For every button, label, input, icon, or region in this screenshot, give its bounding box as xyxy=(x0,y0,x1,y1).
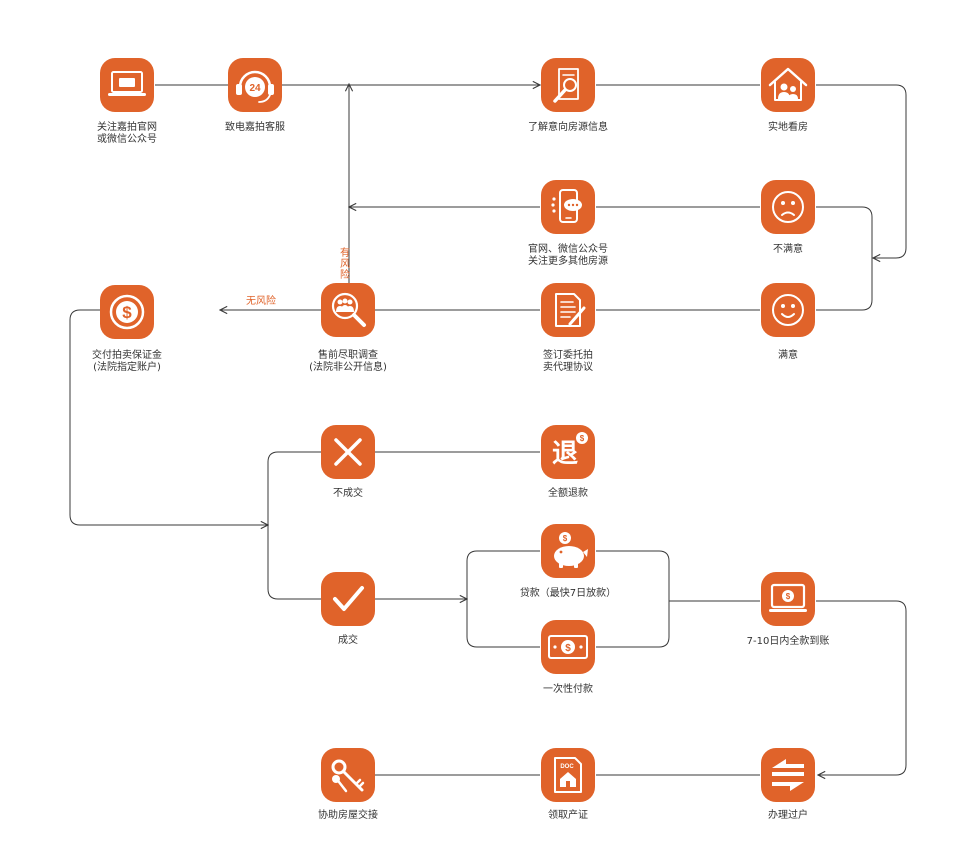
node-satisfied-tile xyxy=(761,283,815,337)
node-transfer: 办理过户 xyxy=(761,748,815,821)
banknote-icon: $ xyxy=(548,635,588,659)
svg-text:$: $ xyxy=(580,434,585,443)
edge-payment-options xyxy=(466,550,670,648)
node-unsatisfied-label: 不满意 xyxy=(773,242,803,255)
edge-result-branch xyxy=(267,451,321,600)
connectors xyxy=(69,84,907,775)
doc-tag: DOC xyxy=(560,764,574,770)
contract-pen-icon xyxy=(555,293,586,327)
node-sign-tile xyxy=(541,283,595,337)
svg-text:$: $ xyxy=(786,592,791,601)
node-deal: 成交 xyxy=(321,572,375,646)
node-more: 官网、微信公众号 关注更多其他房源 xyxy=(528,180,608,267)
node-follow-label-1: 关注嘉拍官网 xyxy=(97,120,157,133)
piggy-bank-icon: $ xyxy=(554,532,588,568)
no-risk-label: 无风险 xyxy=(246,294,276,307)
node-sign-label-2: 卖代理协议 xyxy=(543,360,593,373)
node-deposit-label-1: 交付拍卖保证金 xyxy=(92,348,162,361)
certificate-doc-icon: DOC xyxy=(554,757,582,793)
people-magnifier-icon xyxy=(331,292,366,327)
node-call-label: 致电嘉拍客服 xyxy=(225,120,285,133)
node-learn: 了解意向房源信息 xyxy=(528,58,608,133)
node-deposit: $ 交付拍卖保证金 (法院指定账户) xyxy=(92,285,162,373)
badge-24: 24 xyxy=(249,83,261,94)
node-follow: 关注嘉拍官网 或微信公众号 xyxy=(97,58,157,145)
node-satisfied: 满意 xyxy=(761,283,815,361)
node-loan: $ 贷款（最快7日放款） xyxy=(520,524,616,599)
refund-icon: 退 $ xyxy=(552,432,588,469)
has-risk-label-2: 风 xyxy=(340,258,350,270)
node-handover: 协助房屋交接 xyxy=(318,748,378,821)
node-deposit-label-2: (法院指定账户) xyxy=(93,360,161,373)
svg-text:$: $ xyxy=(563,534,568,543)
node-transfer-label: 办理过户 xyxy=(768,808,808,821)
edge-decision-loop xyxy=(816,206,873,311)
node-investigate-label-1: 售前尽职调查 xyxy=(318,348,378,361)
node-sign: 签订委托拍 卖代理协议 xyxy=(541,283,595,373)
node-full-payment: $ 7-10日内全款到账 xyxy=(747,572,830,647)
monitor-dollar-icon: $ xyxy=(769,583,807,612)
laptop-icon xyxy=(108,71,146,96)
node-certificate: DOC 领取产证 xyxy=(541,748,595,821)
svg-text:$: $ xyxy=(565,643,571,654)
node-follow-label-2: 或微信公众号 xyxy=(97,132,157,145)
has-risk-label-1: 有 xyxy=(340,246,350,259)
node-refund-label: 全额退款 xyxy=(548,486,588,499)
node-refund: 退 $ 全额退款 xyxy=(541,425,595,499)
has-risk-label-3: 险 xyxy=(340,268,350,281)
node-one-time-label: 一次性付款 xyxy=(543,682,593,695)
node-unsatisfied: 不满意 xyxy=(761,180,815,255)
check-icon xyxy=(333,586,364,611)
node-learn-tile xyxy=(541,58,595,112)
smile-face-icon xyxy=(772,294,804,326)
node-investigate-label-2: (法院非公开信息) xyxy=(309,360,387,373)
node-deal-tile xyxy=(321,572,375,626)
dollar-coin-icon: $ xyxy=(109,294,145,330)
phone-chat-icon xyxy=(551,189,582,223)
house-people-icon xyxy=(768,67,808,101)
node-full-payment-label: 7-10日内全款到账 xyxy=(747,634,830,647)
edge-visit-decision xyxy=(816,84,907,258)
node-loan-label: 贷款（最快7日放款） xyxy=(520,586,616,599)
node-one-time: $ 一次性付款 xyxy=(541,620,595,695)
node-more-label-1: 官网、微信公众号 xyxy=(528,242,608,255)
cross-icon xyxy=(334,438,362,466)
node-unsatisfied-tile xyxy=(761,180,815,234)
node-visit-label: 实地看房 xyxy=(768,120,808,133)
node-no-deal: 不成交 xyxy=(321,425,375,499)
edge-deposit-result xyxy=(69,309,268,525)
node-more-label-2: 关注更多其他房源 xyxy=(528,254,608,267)
svg-text:$: $ xyxy=(122,303,132,322)
edge-full-transfer xyxy=(816,600,907,775)
sad-face-icon xyxy=(772,191,804,223)
node-satisfied-label: 满意 xyxy=(778,348,798,361)
node-sign-label-1: 签订委托拍 xyxy=(543,348,593,361)
node-no-deal-label: 不成交 xyxy=(333,486,363,499)
node-visit: 实地看房 xyxy=(761,58,815,133)
node-learn-label: 了解意向房源信息 xyxy=(528,120,608,133)
refund-glyph: 退 xyxy=(552,439,578,469)
node-certificate-label: 领取产证 xyxy=(548,808,588,821)
node-call: 24 致电嘉拍客服 xyxy=(225,58,285,133)
node-investigate: 售前尽职调查 (法院非公开信息) xyxy=(309,283,387,373)
keys-icon xyxy=(331,759,365,793)
headset-24-icon: 24 xyxy=(236,70,274,103)
node-handover-label: 协助房屋交接 xyxy=(318,808,378,821)
node-deal-label: 成交 xyxy=(338,633,358,646)
transfer-arrows-icon xyxy=(772,759,804,791)
document-search-icon xyxy=(553,68,579,103)
